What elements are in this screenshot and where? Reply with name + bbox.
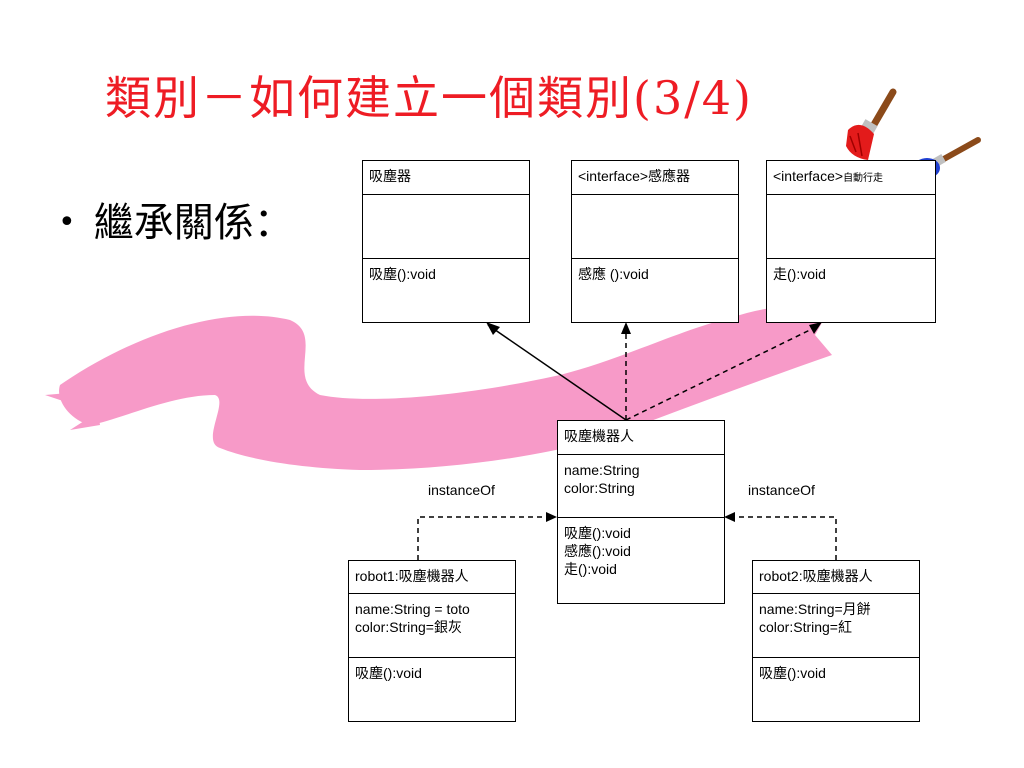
class-name: 吸塵機器人 — [564, 428, 634, 444]
class-name-small: 自動行走 — [843, 173, 884, 184]
class-name-section: <interface>感應器 — [572, 161, 738, 195]
inherit-arrowhead-vacuum — [486, 322, 500, 335]
object-name-section: robot2:吸塵機器人 — [753, 561, 919, 594]
pink-brush-streak — [45, 392, 100, 430]
method: 走():void — [773, 266, 826, 282]
method: 吸塵():void — [564, 525, 631, 541]
class-name: 吸塵器 — [369, 168, 411, 184]
attribute: name:String=月餅 — [759, 601, 871, 617]
class-name-main: <interface> — [773, 168, 844, 184]
instance-line-robot1 — [417, 516, 550, 560]
attributes-section — [572, 195, 738, 259]
class-name-section: <interface>自動行走 — [767, 161, 935, 195]
attributes-section: name:String = toto color:String=銀灰 — [349, 594, 515, 658]
attributes-section — [363, 195, 529, 259]
attribute: color:String=銀灰 — [355, 619, 462, 635]
inherit-line-vacuum — [487, 324, 627, 421]
object-name: robot1:吸塵機器人 — [355, 568, 469, 584]
attributes-section: name:String=月餅 color:String=紅 — [753, 594, 919, 658]
class-robot-box: 吸塵機器人 name:String color:String 吸塵():void… — [557, 420, 725, 604]
attribute: name:String — [564, 462, 640, 478]
class-name-section: 吸塵器 — [363, 161, 529, 195]
object-robot1-box: robot1:吸塵機器人 name:String = toto color:St… — [348, 560, 516, 722]
class-mover-box: <interface>自動行走 走():void — [766, 160, 936, 323]
instance-arrowhead-robot2 — [724, 512, 735, 522]
red-paintbrush-icon — [846, 88, 897, 160]
attributes-section — [767, 195, 935, 259]
class-name: <interface>自動行走 — [773, 167, 929, 188]
methods-section: 吸塵():void 感應():void 走():void — [558, 518, 724, 584]
instanceof-label-left: instanceOf — [428, 482, 495, 498]
method: 感應 ():void — [578, 266, 649, 282]
bullet-dot: • — [58, 205, 76, 240]
attribute: color:String — [564, 480, 635, 496]
instance-line-robot2 — [731, 516, 837, 560]
realize-arrowhead-sensor — [621, 322, 631, 334]
realize-arrowhead-mover — [809, 322, 822, 334]
method: 感應():void — [564, 543, 631, 559]
attribute: color:String=紅 — [759, 619, 852, 635]
bullet-text: 繼承關係： — [93, 200, 294, 246]
method: 吸塵():void — [369, 266, 436, 282]
instanceof-label-right: instanceOf — [748, 482, 815, 498]
method: 走():void — [564, 561, 617, 577]
object-robot2-box: robot2:吸塵機器人 name:String=月餅 color:String… — [752, 560, 920, 722]
object-name: robot2:吸塵機器人 — [759, 568, 873, 584]
instance-arrowhead-robot1 — [546, 512, 557, 522]
methods-section: 吸塵():void — [363, 259, 529, 289]
object-name-section: robot1:吸塵機器人 — [349, 561, 515, 594]
methods-section: 吸塵():void — [349, 658, 515, 688]
method: 吸塵():void — [355, 665, 422, 681]
class-name: <interface>感應器 — [578, 168, 691, 184]
methods-section: 吸塵():void — [753, 658, 919, 688]
pink-brush-stroke — [59, 306, 832, 470]
class-sensor-box: <interface>感應器 感應 ():void — [571, 160, 739, 323]
methods-section: 感應 ():void — [572, 259, 738, 289]
method: 吸塵():void — [759, 665, 826, 681]
class-vacuum-box: 吸塵器 吸塵():void — [362, 160, 530, 323]
bullet-item: • 繼承關係： — [58, 190, 294, 248]
attributes-section: name:String color:String — [558, 455, 724, 518]
attribute: name:String = toto — [355, 601, 470, 617]
methods-section: 走():void — [767, 259, 935, 289]
slide-title: 類別－如何建立一個類別(3/4) — [105, 71, 753, 125]
class-name-section: 吸塵機器人 — [558, 421, 724, 455]
